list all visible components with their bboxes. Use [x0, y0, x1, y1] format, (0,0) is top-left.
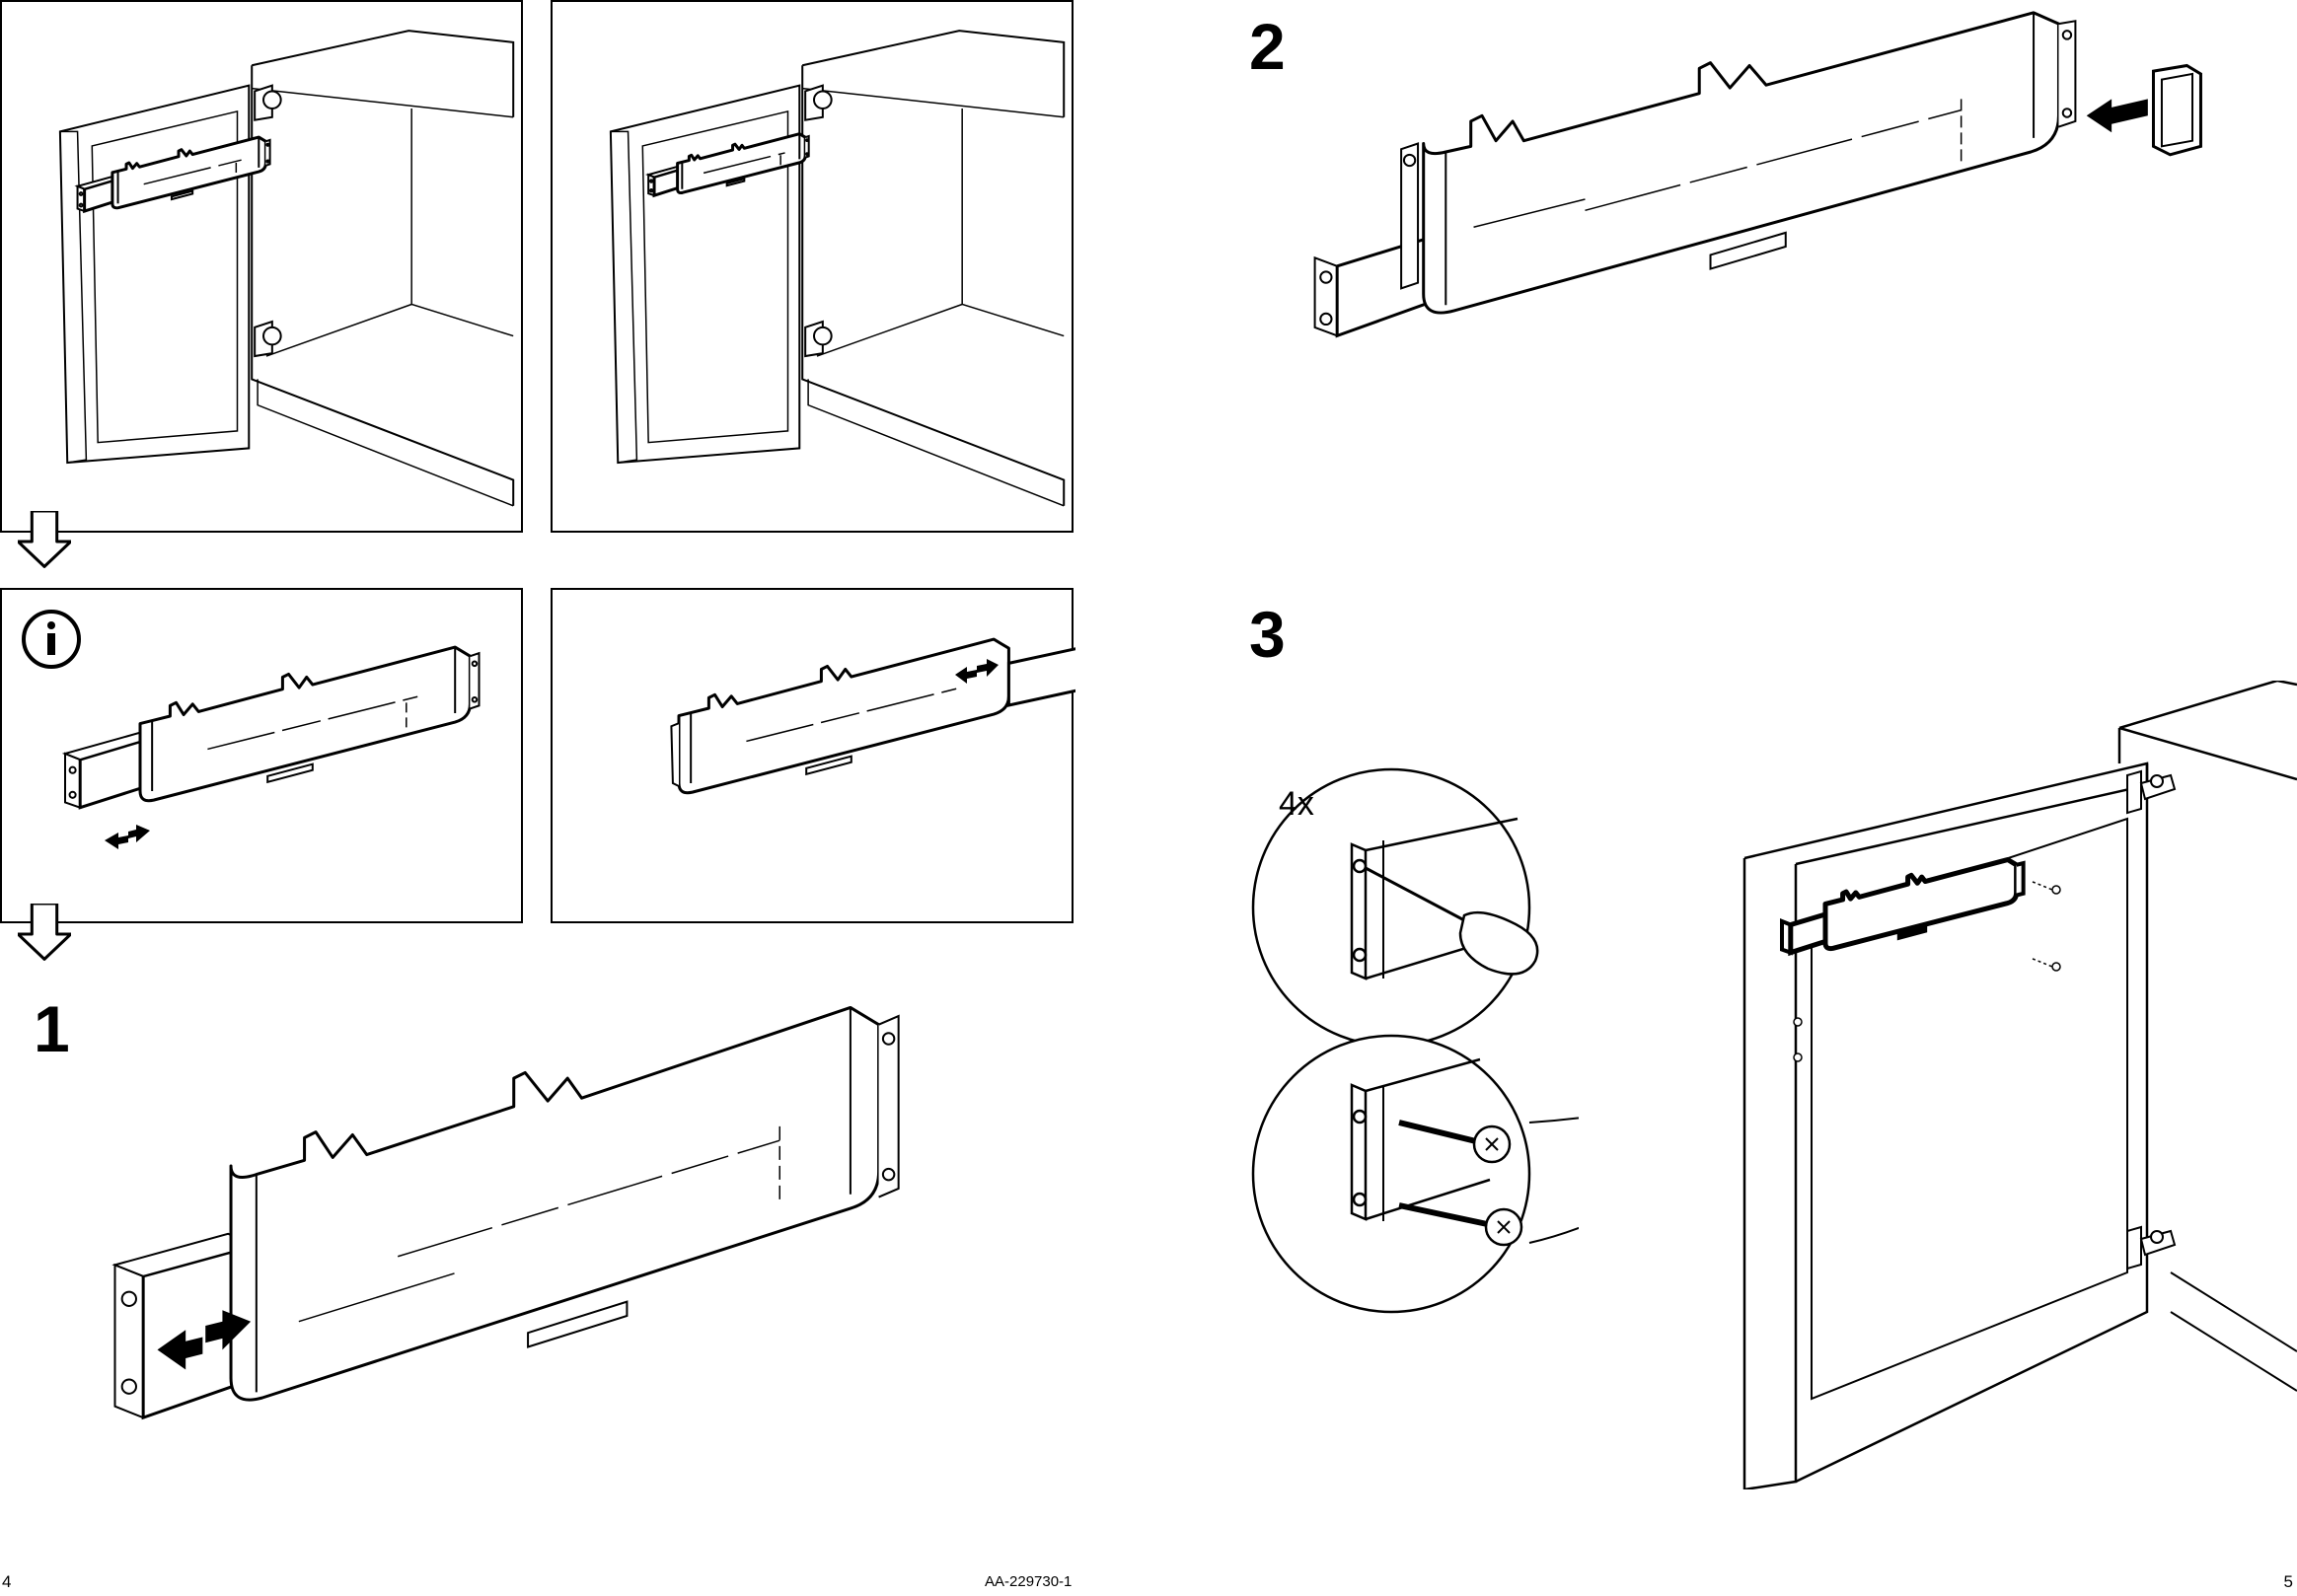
panel-info-right-slide [551, 588, 1074, 923]
page-number-left: 4 [2, 1572, 11, 1592]
panel-cabinet-after [551, 0, 1074, 533]
step-number-1: 1 [34, 996, 70, 1061]
step-number-2: 2 [1249, 14, 1286, 79]
step3-cabinet-illustration [1737, 681, 2297, 1489]
quantity-label: 4x [1279, 785, 1314, 824]
push-arrow-icon [2087, 99, 2148, 132]
step-number-3: 3 [1249, 602, 1286, 667]
step1-damper-illustration [109, 996, 937, 1499]
damper-illustration [553, 590, 1075, 925]
page-number-right: 5 [2284, 1572, 2293, 1592]
damper-illustration [2, 590, 525, 925]
step2-damper-illustration [1302, 10, 2230, 483]
double-arrow-icon [105, 825, 150, 849]
cabinet-illustration [553, 2, 1075, 535]
down-arrow-icon [18, 904, 71, 965]
cabinet-illustration [2, 2, 525, 535]
panel-info-left-slide [0, 588, 523, 923]
step3-detail-illustration [1243, 750, 1579, 1322]
down-arrow-icon [18, 511, 71, 572]
document-code: AA-229730-1 [985, 1573, 1072, 1590]
panel-cabinet-before [0, 0, 523, 533]
